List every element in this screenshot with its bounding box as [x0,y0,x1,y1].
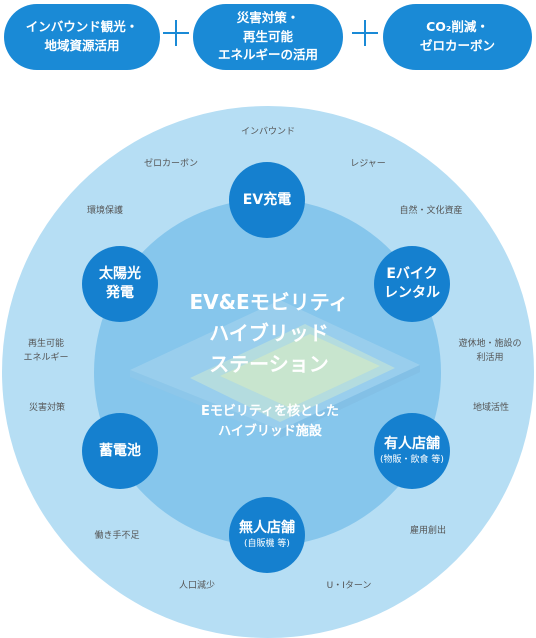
node-unmanned-store: 無人店舗 (自販機 等) [229,497,305,573]
node-sublabel: (物販・飲食 等) [380,455,444,466]
pill-text: 災害対策・ [236,9,300,25]
title-line: ハイブリッド [209,321,329,345]
keyword-labor-shortage: 働き手不足 [94,531,140,541]
keyword-renewable-energy: 再生可能 エネルギー [23,338,68,365]
keyword-regional: 地域活性 [472,403,510,413]
center-title: EV&Eモビリティ ハイブリッド ステーション [164,287,374,380]
node-label: 太陽光 [99,266,141,283]
node-label: レンタル [384,285,440,301]
pill-text: 再生可能 [242,28,293,44]
node-staffed-store: 有人店舗 (物販・飲食 等) [374,413,450,489]
keyword-disaster: 災害対策 [28,403,66,413]
pill-text: 地域資源活用 [44,38,120,53]
keyword-line: 再生可能 [27,339,65,349]
keyword-ui-turn: U・Iターン [326,581,372,591]
keyword-zero-carbon: ゼロカーボン [143,159,199,169]
node-label: 無人店舗 [239,520,295,537]
keyword-nature-culture: 自然・文化資産 [399,206,463,216]
node-label: 蓄電池 [99,442,141,459]
keyword-idle-land: 遊休地・施設の 利活用 [458,338,521,365]
title-line: ステーション [209,352,329,376]
node-sublabel: (自販機 等) [244,539,290,550]
pill-text: CO₂削減・ [426,19,489,35]
subtitle-line: ハイブリッド施設 [218,424,322,440]
node-label: 発電 [106,285,134,301]
pill-text: エネルギーの活用 [217,47,318,63]
pill-text: ゼロカーボン [419,38,495,53]
keyword-line: 利活用 [476,352,504,363]
keyword-environment: 環境保護 [86,206,124,216]
keyword-inbound: インバウンド [240,127,296,137]
keyword-employment: 雇用創出 [409,526,447,536]
subtitle-line: Eモビリティを核とした [200,404,340,419]
keyword-line: 遊休地・施設の [458,339,522,349]
node-label: Eバイク [386,266,438,283]
center-subtitle: Eモビリティを核とした ハイブリッド施設 [160,402,380,442]
title-line: EV&Eモビリティ [189,290,349,314]
station-platform-illustration [130,300,420,438]
node-label: 有人店舗 [384,436,440,453]
node-solar-power: 太陽光 発電 [82,246,158,322]
keyword-leisure: レジャー [350,159,386,169]
node-battery: 蓄電池 [82,413,158,489]
node-label: EV充電 [242,191,292,208]
pill-co2-reduction: CO₂削減・ ゼロカーボン [383,4,532,70]
node-ev-charging: EV充電 [229,162,305,238]
keyword-depopulation: 人口減少 [178,581,216,591]
pill-inbound-tourism: インバウンド観光・ 地域資源活用 [4,4,160,70]
pill-disaster-renewable: 災害対策・ 再生可能 エネルギーの活用 [193,4,343,70]
plus-icon [352,20,378,46]
keyword-line: エネルギー [23,352,69,363]
plus-icon [163,20,189,46]
pill-text: インバウンド観光・ [25,19,139,35]
node-e-bike-rental: Eバイク レンタル [374,246,450,322]
